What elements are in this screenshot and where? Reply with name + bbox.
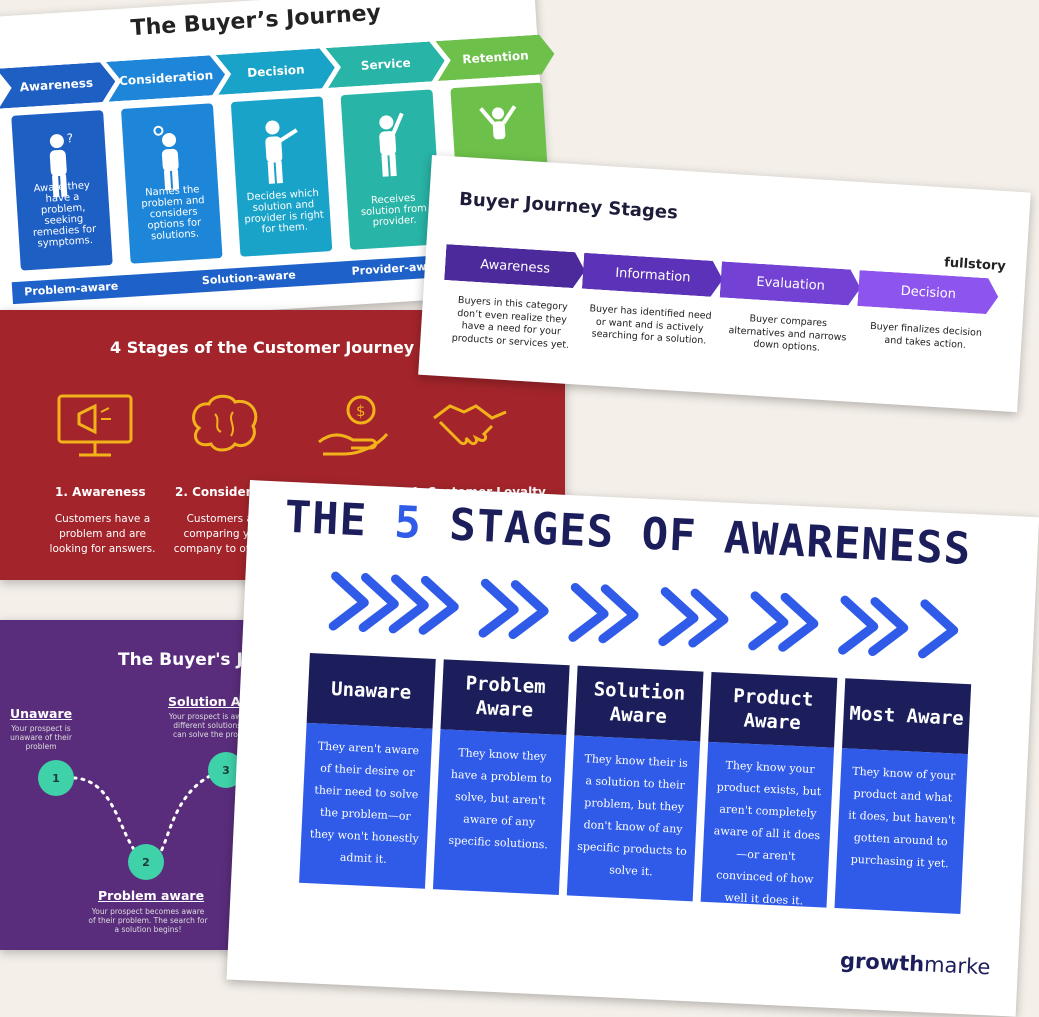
- product-aware-column: Product Aware They know your product exi…: [700, 671, 838, 908]
- title-number: 5: [393, 496, 424, 550]
- solution-aware-body: They know their is a solution to their p…: [566, 735, 701, 902]
- stage-evaluation-chevron: Evaluation: [720, 261, 862, 306]
- card5-title: THE 5 STAGES OF AWARENESS: [283, 491, 973, 576]
- most-aware-column: Most Aware They know of your product and…: [834, 678, 972, 914]
- money-hand-icon: $: [318, 395, 389, 456]
- brain-icon: [192, 394, 258, 452]
- svg-text:$: $: [356, 402, 366, 420]
- consideration-panel-text: Names the problem and considers options …: [141, 184, 205, 243]
- stage-awareness-chevron: Awareness: [444, 244, 586, 289]
- megaphone-monitor-icon: [57, 394, 133, 457]
- buyer-journey-stages-card: Buyer Journey Stages fullstory Awareness…: [418, 155, 1031, 413]
- stage-1-label: 1. Awareness: [55, 485, 146, 499]
- problem-aware-column: Problem Aware They know they have a prob…: [432, 659, 570, 896]
- confused-person-icon: ?: [49, 131, 74, 198]
- fullstory-logo: fullstory: [943, 255, 1007, 275]
- solution-aware-desc: Your prospect is aware of different solu…: [168, 712, 264, 739]
- stage-consideration-chevron: Consideration: [106, 54, 226, 101]
- service-panel: Receives solution from provider.: [340, 89, 443, 250]
- product-aware-body: They know your product exists, but aren'…: [700, 741, 835, 908]
- solution-aware-header: Solution Aware: [574, 665, 704, 742]
- most-aware-body: They know of your product and what it do…: [834, 748, 968, 914]
- problem-aware-label: Problem aware: [98, 888, 205, 903]
- stage-information-chevron: Information: [582, 253, 724, 298]
- stage-retention-chevron: Retention: [435, 34, 555, 81]
- awareness-desc: Buyers in this category don’t even reali…: [451, 294, 570, 351]
- problem-aware-desc: Your prospect becomes aware of their pro…: [88, 907, 208, 934]
- consideration-panel: Names the problem and considers options …: [121, 103, 223, 264]
- pointing-person-icon: [265, 120, 298, 184]
- unaware-header: Unaware: [306, 653, 436, 729]
- problem-aware-label: Problem-aware: [23, 279, 119, 299]
- stage-decision-chevron: Decision: [216, 48, 336, 95]
- decision-panel: Decides which solution and provider is r…: [230, 96, 333, 257]
- growthmarketing-logo: growthmarke: [839, 948, 991, 980]
- svg-text:?: ?: [66, 131, 73, 145]
- service-panel-text: Receives solution from provider.: [360, 192, 428, 229]
- retention-panel: [450, 82, 552, 243]
- awareness-panel: ? Aware they have a problem, seeking rem…: [11, 110, 113, 271]
- problem-aware-body: They know they have a problem to solve, …: [432, 729, 567, 896]
- handshake-icon: [433, 404, 507, 446]
- chevron-row-icon: [328, 571, 959, 659]
- unaware-label: Unaware: [10, 706, 73, 721]
- card2-title: 4 Stages of the Customer Journey: [110, 338, 415, 357]
- stage-decision-chevron: Decision: [857, 270, 999, 315]
- thinking-person-icon: [153, 125, 180, 191]
- awareness-panel-text: Aware they have a problem, seeking remed…: [32, 180, 97, 250]
- buyers-journey-card: The Buyer’s Journey Awareness Considerat…: [0, 0, 555, 328]
- decision-panel-text: Decides which solution and provider is r…: [244, 187, 325, 236]
- stage-1-desc: Customers have a problem and are looking…: [49, 513, 156, 555]
- card3-title: Buyer Journey Stages: [458, 188, 679, 224]
- problem-aware-header: Problem Aware: [440, 659, 570, 736]
- waving-person-icon: [379, 112, 404, 177]
- most-aware-header: Most Aware: [842, 678, 972, 755]
- unaware-column: Unaware They aren't aware of their desir…: [299, 653, 436, 889]
- solution-aware-label: Solution-aware: [201, 268, 297, 288]
- product-aware-header: Product Aware: [708, 671, 838, 748]
- step-2-node: 2: [128, 844, 164, 880]
- unaware-desc: Your prospect is unaware of their proble…: [10, 724, 72, 751]
- evaluation-desc: Buyer compares alternatives and narrows …: [728, 313, 847, 354]
- step-1-node: 1: [38, 760, 74, 796]
- celebrating-people-icon: [479, 105, 517, 140]
- information-desc: Buyer has identified need or want and is…: [589, 303, 712, 347]
- stage-awareness-chevron: Awareness: [0, 61, 117, 108]
- solution-aware-column: Solution Aware They know their is a solu…: [566, 665, 704, 902]
- decision-desc: Buyer finalizes decision and takes actio…: [869, 320, 983, 351]
- unaware-body: They aren't aware of their desire or the…: [299, 722, 433, 889]
- stage-service-chevron: Service: [326, 41, 446, 88]
- five-stages-awareness-card: THE 5 STAGES OF AWARENESS Unaware They a…: [226, 480, 1039, 1017]
